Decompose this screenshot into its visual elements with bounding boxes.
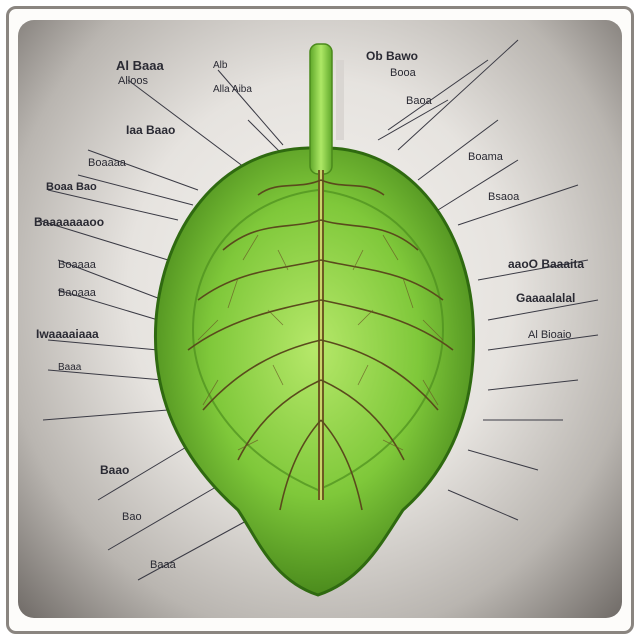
label-left-4: Baaaaaaaoo bbox=[34, 215, 104, 229]
label-bottom-left-2: Bao bbox=[122, 511, 142, 523]
label-bottom-left-1: Baao bbox=[100, 463, 129, 477]
label-left-8: Baaa bbox=[58, 362, 82, 373]
label-top-right-1: Ob Bawo bbox=[366, 49, 418, 63]
label-top-right-3: Baoa bbox=[406, 95, 433, 107]
leader-lines bbox=[37, 39, 599, 581]
label-bottom-left-3: Baaa bbox=[150, 559, 177, 571]
stem-shadow bbox=[336, 60, 344, 140]
label-right-4: Gaaaalalal bbox=[516, 291, 575, 305]
label-top-mid-2: Alla Aiba bbox=[213, 84, 252, 95]
label-left-7: Iwaaaaiaaa bbox=[36, 327, 99, 341]
label-top-mid-1: Alb bbox=[213, 60, 228, 71]
label-right-2: Bsaoa bbox=[488, 191, 520, 203]
label-group: Al Baaa Alloos Alb Alla Aiba Ob Bawo Boo… bbox=[34, 49, 584, 571]
label-right-5: Al Bioaio bbox=[528, 329, 571, 341]
leaf-veins bbox=[187, 179, 454, 511]
label-left-6: Baoaaa bbox=[58, 287, 97, 299]
label-left-2: Boaaaa bbox=[88, 157, 127, 169]
leaf-illustration: Al Baaa Alloos Alb Alla Aiba Ob Bawo Boo… bbox=[34, 39, 599, 597]
label-right-3: aaoO Baaaita bbox=[508, 257, 584, 271]
label-top-left-2: Alloos bbox=[118, 75, 148, 87]
label-top-right-2: Booa bbox=[390, 67, 417, 79]
leaf-stem bbox=[309, 43, 333, 175]
label-left-5: Boaaaa bbox=[58, 259, 97, 271]
label-left-3: Boaa Bao bbox=[46, 181, 97, 193]
leaf-minor-veins bbox=[197, 234, 444, 451]
leaf-blade bbox=[153, 146, 476, 597]
label-left-1: Iaa Baao bbox=[126, 123, 175, 137]
illustration-panel: Al Baaa Alloos Alb Alla Aiba Ob Bawo Boo… bbox=[18, 20, 622, 618]
label-right-1: Boama bbox=[468, 151, 504, 163]
label-top-left-1: Al Baaa bbox=[116, 58, 164, 73]
